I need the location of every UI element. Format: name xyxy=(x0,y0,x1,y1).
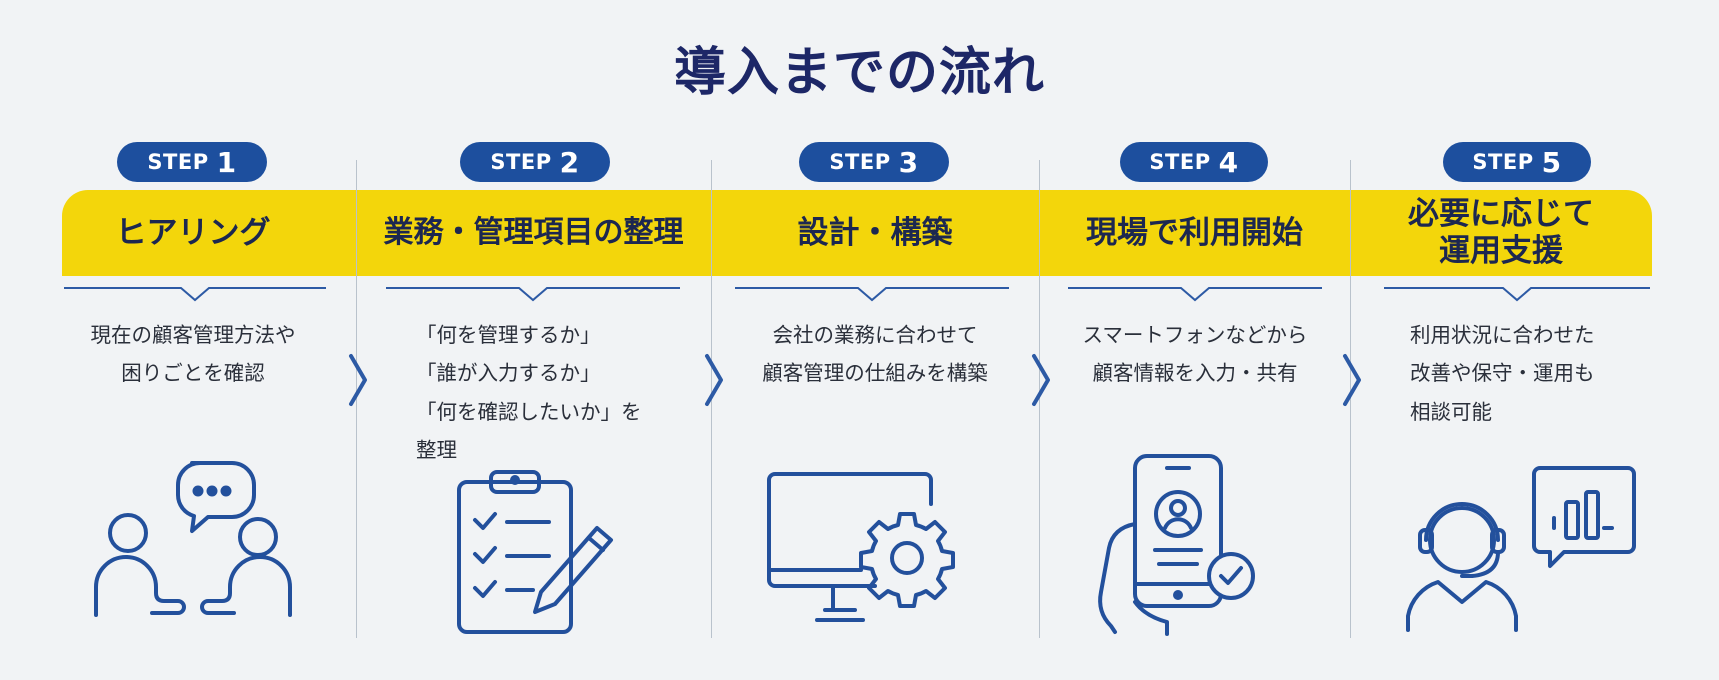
chevron-right-icon xyxy=(705,354,723,406)
step-badge: STEP 4 xyxy=(1120,142,1268,182)
step-description-line: スマートフォンなどから xyxy=(1082,323,1308,347)
chevron-right-icon xyxy=(1343,354,1361,406)
step-badge-prefix: STEP xyxy=(1149,150,1211,174)
step-description-line: 現在の顧客管理方法や xyxy=(90,323,296,347)
step-pointer xyxy=(64,287,326,302)
step-heading-band xyxy=(62,190,1652,276)
step-badge-prefix: STEP xyxy=(147,150,209,174)
step-badge: STEP 5 xyxy=(1443,142,1591,182)
step-description-line: 「何を管理するか」 xyxy=(416,323,601,347)
step-pointer xyxy=(1384,287,1650,302)
step-divider xyxy=(356,160,357,638)
step-description-line: 利用状況に合わせた xyxy=(1410,323,1595,347)
step-description: 「何を管理するか」 「誰が入力するか」 「何を確認したいか」を 整理 xyxy=(416,316,706,469)
step-heading-line: ヒアリング xyxy=(115,214,271,251)
step-description-line: 会社の業務に合わせて xyxy=(772,323,978,347)
step-description: スマートフォンなどから 顧客情報を入力・共有 xyxy=(1054,316,1336,393)
step-heading-line: 必要に応じて xyxy=(1408,196,1594,233)
smartphone-hand-icon xyxy=(1098,454,1255,636)
conversation-icon xyxy=(94,461,292,617)
step-heading-line: 運用支援 xyxy=(1439,233,1563,269)
step-pointer xyxy=(386,287,680,302)
step-heading: 業務・管理項目の整理 xyxy=(356,190,711,276)
step-description-line: 顧客情報を入力・共有 xyxy=(1092,361,1298,386)
clipboard-checklist-icon xyxy=(457,470,613,634)
step-heading-line: 業務・管理項目の整理 xyxy=(383,215,684,251)
chevron-right-icon xyxy=(349,354,367,406)
step-heading: 設計・構築 xyxy=(711,190,1039,276)
step-badge: STEP 1 xyxy=(117,142,267,182)
step-divider xyxy=(1039,160,1040,638)
step-badge-prefix: STEP xyxy=(1472,150,1534,174)
step-pointer xyxy=(735,287,1009,302)
step-pointer xyxy=(1068,287,1322,302)
step-description: 現在の顧客管理方法や 困りごとを確認 xyxy=(62,316,324,393)
step-heading-line: 設計・構築 xyxy=(797,214,953,251)
step-badge-number: 2 xyxy=(559,145,580,179)
step-badge-prefix: STEP xyxy=(829,150,891,174)
step-heading: 現場で利用開始 xyxy=(1039,190,1350,276)
step-badge-number: 5 xyxy=(1541,145,1562,179)
chevron-right-icon xyxy=(1032,354,1050,406)
step-divider xyxy=(1350,160,1351,638)
step-description-line: 困りごとを確認 xyxy=(121,361,265,386)
step-description-line: 改善や保守・運用も xyxy=(1410,361,1595,386)
step-badge: STEP 3 xyxy=(799,142,949,182)
step-badge-prefix: STEP xyxy=(490,150,552,174)
page-title: 導入までの流れ xyxy=(673,43,1045,103)
step-description-line: 顧客管理の仕組みを構築 xyxy=(762,361,988,386)
step-description: 利用状況に合わせた 改善や保守・運用も 相談可能 xyxy=(1410,316,1650,431)
step-description-line: 「何を確認したいか」を xyxy=(416,399,642,424)
step-description-line: 相談可能 xyxy=(1410,399,1492,424)
step-description: 会社の業務に合わせて 顧客管理の仕組みを構築 xyxy=(725,316,1025,393)
monitor-gear-icon xyxy=(767,472,955,622)
step-heading: 必要に応じて 運用支援 xyxy=(1350,190,1652,276)
support-operator-icon xyxy=(1406,466,1636,632)
step-badge-number: 1 xyxy=(216,145,237,179)
step-badge-number: 4 xyxy=(1218,145,1239,179)
step-heading-line: 現場で利用開始 xyxy=(1086,214,1303,251)
step-description-line: 「誰が入力するか」 xyxy=(416,361,601,386)
step-description-line: 整理 xyxy=(416,437,457,462)
step-badge: STEP 2 xyxy=(460,142,610,182)
step-heading: ヒアリング xyxy=(62,190,324,276)
step-badge-number: 3 xyxy=(898,145,919,179)
